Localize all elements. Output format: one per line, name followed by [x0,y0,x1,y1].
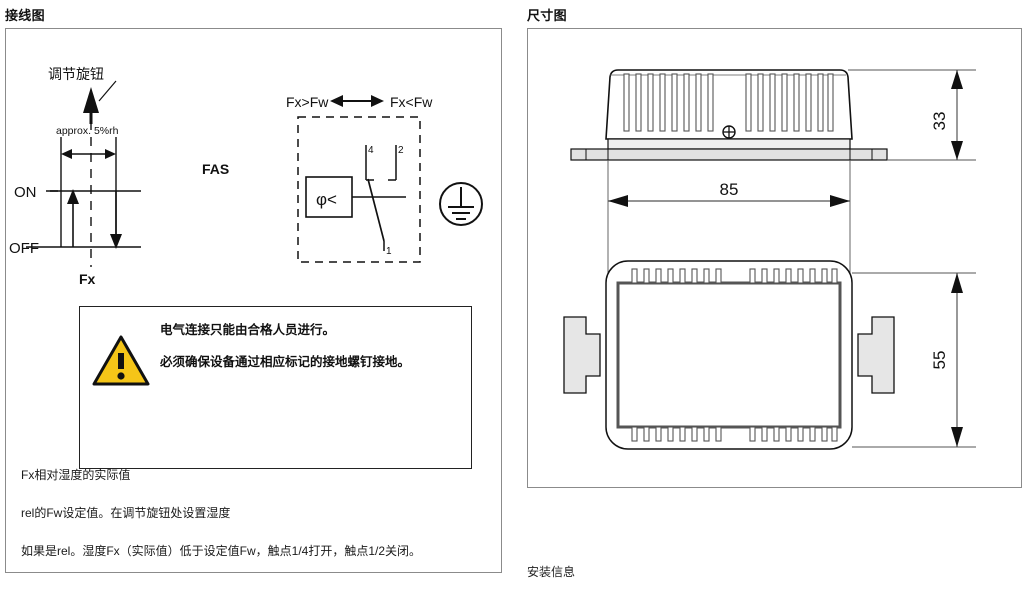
wiring-diagram-title: 接线图 [5,8,45,23]
side-view-housing [605,69,853,140]
wiring-diagram-panel: 调节旋钮 approx. 5%rh ON OFF Fx FAS Fx>Fw Fx… [5,28,502,573]
safety-warning-box: 电气连接只能由合格人员进行。 必须确保设备通过相应标记的接地螺钉接地。 [79,306,472,469]
terminal-2-contact [388,145,397,181]
hysteresis-span-label: approx. 5%rh [56,125,119,137]
wiring-schematic-graphic: 调节旋钮 approx. 5%rh ON OFF Fx FAS Fx>Fw Fx… [9,66,483,287]
dimension-drawing-graphic: 33 85 [563,69,976,450]
mounting-tab-left [563,316,601,394]
top-view-vent-slots-top [631,268,838,284]
adjustment-knob-label: 调节旋钮 [48,66,104,82]
warning-line-2: 必须确保设备通过相应标记的接地螺钉接地。 [160,355,411,370]
adjustment-knob-arrow [83,80,117,124]
terminal-1-label: 1 [386,246,392,257]
device-enclosure-dashed [297,116,421,263]
note-3: 如果是rel。湿度Fx（实际值）低于设定值Fw，触点1/4打开，触点1/2关闭。 [21,544,422,558]
mounting-tab-right [857,316,895,394]
note-1: Fx相对湿度的实际值 [21,468,131,482]
wiring-notes: Fx相对湿度的实际值 rel的Fw设定值。在调节旋钮处设置湿度 如果是rel。湿… [5,452,502,570]
cover-screw-icon [722,125,736,139]
top-view-inner-frame [616,281,842,429]
humidity-sensor-box [305,176,353,218]
compare-direction-arrow [330,95,384,107]
dimension-width-arrow [608,195,850,207]
side-view-vent-slots-right [745,73,834,132]
fx-axis-label: Fx [79,271,96,287]
terminal-2-label: 2 [398,145,404,156]
dimension-height-arrow [951,70,963,160]
off-label: OFF [9,240,39,257]
on-label: ON [14,184,37,201]
dimension-drawing-panel: 33 85 [527,28,1022,488]
sensor-symbol-label: φ< [316,190,337,209]
fas-device-label: FAS [202,161,229,177]
warning-line-1: 电气连接只能由合格人员进行。 [160,323,336,337]
compare-left-label: Fx>Fw [286,94,329,110]
warning-triangle-icon [92,335,150,386]
side-view-mounting-plate [570,148,888,161]
dimension-height-label: 33 [930,112,949,131]
note-2: rel的Fw设定值。在调节旋钮处设置湿度 [21,506,231,520]
protective-earth-icon [439,182,483,226]
terminal-4-contact [365,145,374,181]
switch-blade [367,178,385,242]
switching-arrows [67,189,122,249]
top-view-vent-slots-bottom [631,426,838,442]
compare-right-label: Fx<Fw [390,94,433,110]
side-view-base-ledge [607,138,851,150]
installation-info-note: 安装信息 [527,565,576,579]
hysteresis-span-arrow [61,149,116,159]
dimension-depth-label: 55 [930,351,949,370]
terminal-4-label: 4 [368,145,374,156]
dimension-depth-arrow [951,273,963,447]
side-view-vent-slots-left [623,73,714,132]
dimension-drawing-title: 尺寸图 [527,8,567,23]
dimension-width-label: 85 [720,180,739,199]
